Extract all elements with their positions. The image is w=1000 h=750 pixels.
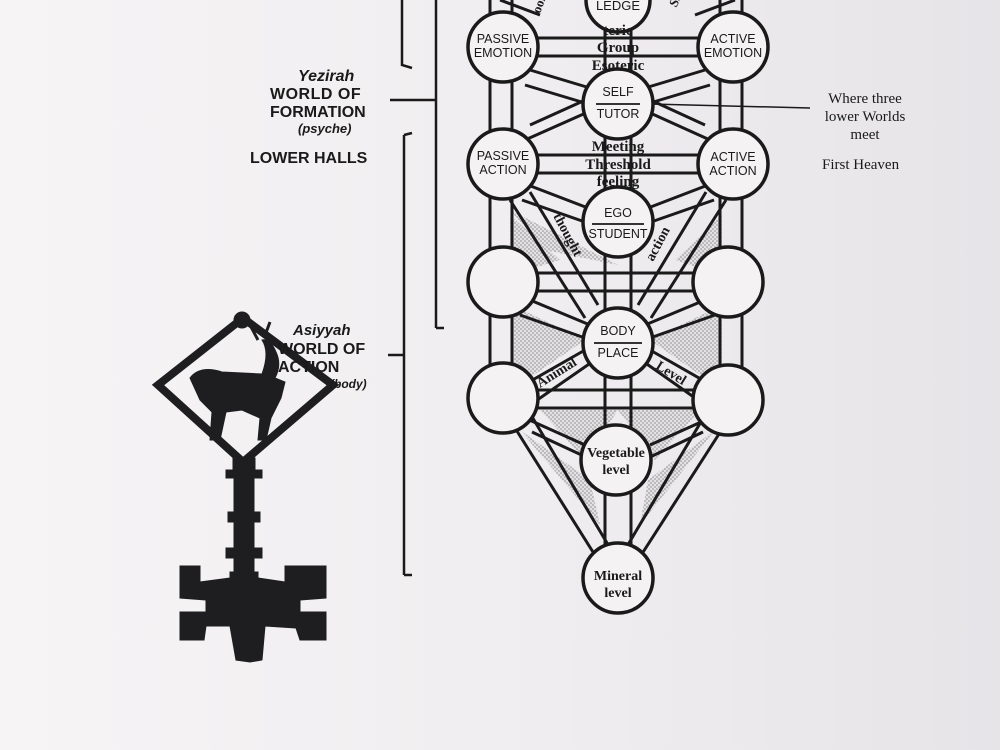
- active-emotion-label-1: ACTIVE: [710, 32, 755, 46]
- vegetable-circle: [579, 423, 653, 497]
- threshold-word-1: Meeting: [592, 139, 645, 155]
- knowledge-label: LEDGE: [596, 0, 640, 13]
- diagonal-paths: [499, 0, 736, 561]
- student-label: STUDENT: [588, 227, 647, 241]
- yezirah-world-label: WORLD OF: [270, 86, 362, 103]
- place-label: PLACE: [598, 346, 639, 360]
- passive-emotion-label-2: EMOTION: [474, 46, 532, 60]
- vegetable-label: Vegetable: [587, 446, 645, 461]
- active-emotion-circle: [696, 10, 770, 84]
- tutor-label: TUTOR: [597, 107, 640, 121]
- sephirot: [466, 0, 770, 615]
- yezirah-name: Yezirah: [298, 68, 355, 85]
- passive-action-label-1: PASSIVE: [477, 149, 530, 163]
- bottom-left-circle: [466, 361, 540, 435]
- active-action-label-2: ACTION: [709, 164, 756, 178]
- deer-key-icon: [151, 311, 340, 663]
- meeting-note-line-1: Where three: [828, 91, 902, 107]
- group-word-1: teric: [603, 23, 632, 39]
- active-emotion-label-2: EMOTION: [704, 46, 762, 60]
- body-label: BODY: [600, 324, 636, 338]
- ego-circle: [581, 185, 655, 259]
- lower-right-circle: [691, 245, 765, 319]
- bracket-top-small: [400, 0, 413, 70]
- top-left-path-label: ool: [529, 0, 549, 15]
- active-action-circle: [696, 127, 770, 201]
- asiyyah-action-label: ACTION: [278, 359, 340, 376]
- yezirah-formation-label: FORMATION: [270, 104, 366, 121]
- asiyyah-world-label: WORLD OF: [278, 341, 366, 358]
- mineral-level-label: level: [604, 586, 631, 601]
- group-word-3: Esoteric: [592, 58, 645, 74]
- mineral-label: Mineral: [594, 569, 642, 584]
- asiyyah-name: Asiyyah: [293, 322, 351, 339]
- horizontal-paths: [530, 36, 705, 410]
- knowledge-circle: [584, 0, 652, 34]
- group-word-2: Group: [597, 40, 639, 56]
- ego-label: EGO: [604, 206, 632, 220]
- first-heaven-note: First Heaven: [822, 157, 900, 173]
- yezirah-subtitle: (psyche): [298, 121, 352, 136]
- passive-emotion-circle: [466, 10, 540, 84]
- vegetable-level-label: level: [602, 463, 629, 478]
- meeting-point-note: Where three lower Worlds meet: [805, 90, 925, 144]
- threshold-word-2: Threshold: [585, 157, 651, 173]
- passive-emotion-label-1: PASSIVE: [477, 32, 530, 46]
- lower-left-circle: [466, 245, 540, 319]
- world-brackets: [388, 0, 444, 577]
- mineral-circle: [581, 541, 655, 615]
- top-right-path-label: Sch: [666, 0, 689, 10]
- meeting-note-line-3: meet: [850, 127, 880, 143]
- lower-halls-label: LOWER HALLS: [250, 150, 368, 167]
- self-label: SELF: [602, 85, 634, 99]
- threshold-word-3: feeling: [597, 174, 640, 190]
- active-action-label-1: ACTIVE: [710, 150, 755, 164]
- asiyyah-subtitle: (body): [330, 377, 367, 391]
- passive-action-label-2: ACTION: [479, 163, 526, 177]
- bottom-right-circle: [691, 363, 765, 437]
- meeting-note-line-2: lower Worlds: [824, 109, 906, 125]
- meeting-pointer-line: [649, 103, 811, 109]
- passive-action-circle: [466, 127, 540, 201]
